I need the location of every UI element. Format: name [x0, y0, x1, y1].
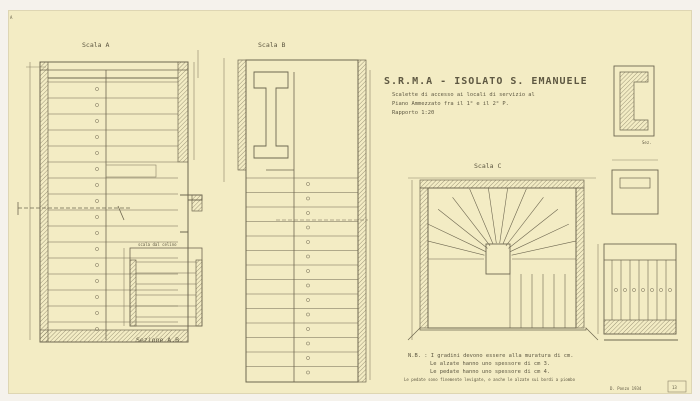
notes-block: N.B. : I gradini devono essere alla mura…: [404, 353, 576, 382]
step-marker: [306, 356, 310, 360]
tread-line: [488, 187, 497, 244]
step-marker: [614, 288, 618, 292]
tread-line: [502, 188, 527, 245]
note-line-4: Le pedate sono finemente levigate, e anc…: [404, 377, 576, 382]
step-marker: [95, 311, 99, 315]
tread-line: [427, 223, 486, 252]
tread-line: [499, 187, 508, 244]
tread-line: [511, 240, 576, 256]
sezione-c: [597, 159, 678, 341]
step-marker: [95, 119, 99, 123]
wall-detail: [180, 194, 203, 233]
step-marker: [95, 279, 99, 283]
scala-c-plan: Scala C: [407, 162, 599, 341]
step-marker: [306, 370, 310, 375]
step-marker: [306, 196, 310, 201]
scala-b-label: Scala B: [258, 41, 285, 49]
step-marker: [659, 288, 663, 292]
step-marker: [95, 199, 99, 203]
detail-top-right: Sez.: [613, 65, 655, 145]
step-marker: [95, 215, 99, 219]
sheet-number: 13: [672, 385, 677, 390]
step-marker: [306, 283, 310, 288]
drawing-sheet: A Scala A scala dal celino Sezione A.B.: [8, 10, 692, 394]
step-marker: [306, 269, 310, 273]
step-marker: [641, 288, 645, 292]
tread-line: [510, 223, 569, 252]
title-block: S.R.M.A - ISOLATO S. EMANUELE Scalette d…: [384, 76, 588, 116]
step-marker: [95, 247, 99, 251]
step-marker: [306, 182, 310, 186]
step-marker: [668, 288, 672, 292]
step-marker: [95, 87, 99, 91]
subtitle-line-1: Scalette di accesso ai locali di servizi…: [392, 92, 535, 98]
step-marker: [306, 225, 310, 230]
scala-c-label: Scala C: [474, 162, 501, 170]
step-marker: [95, 295, 99, 299]
step-marker: [306, 298, 310, 302]
step-marker: [306, 254, 310, 259]
subtitle-line-2: Piano Ammezzato fra il 1° e il 2° P.: [392, 101, 509, 107]
note-line-3: Le pedate hanno uno spessore di cm 4.: [430, 369, 550, 375]
architectural-drawing: A Scala A scala dal celino Sezione A.B.: [10, 15, 687, 393]
step-marker: [95, 167, 99, 171]
sezione-label: Sezione A.B.: [136, 336, 183, 344]
step-marker: [95, 135, 99, 139]
corner-mark: A: [10, 15, 13, 20]
note-line-2: Le alzate hanno uno spessore di cm 3.: [430, 361, 550, 367]
scala-b-plan: Scala B: [223, 41, 371, 383]
tread-line: [469, 188, 494, 245]
tread-line: [427, 240, 485, 256]
subtitle-line-3: Rapporto 1:20: [392, 110, 434, 116]
note-line-1: N.B. : I gradini devono essere alla mura…: [408, 353, 574, 359]
step-marker: [623, 288, 627, 292]
step-marker: [306, 240, 310, 244]
step-marker: [95, 183, 99, 187]
sheet-title: S.R.M.A - ISOLATO S. EMANUELE: [384, 76, 588, 87]
step-marker: [95, 263, 99, 267]
sezione-ab: scala dal celino Sezione A.B.: [123, 242, 203, 344]
tread-line: [452, 197, 491, 247]
tread-line: [437, 209, 488, 249]
step-marker: [306, 211, 310, 215]
scala-a-plan: Scala A: [17, 41, 199, 343]
detail-sez-label: Sez.: [642, 140, 652, 145]
tread-line: [508, 209, 559, 249]
tread-line: [505, 197, 544, 247]
step-marker: [306, 341, 310, 346]
step-marker: [95, 103, 99, 107]
scala-a-label: Scala A: [82, 41, 109, 49]
step-marker: [306, 327, 310, 331]
signature: D. Ponzo 1934: [610, 386, 642, 391]
step-marker: [95, 231, 99, 235]
step-marker: [306, 312, 310, 317]
step-marker: [650, 288, 654, 292]
step-marker: [632, 288, 636, 292]
svg-text:scala dal celino: scala dal celino: [138, 242, 177, 247]
step-marker: [95, 151, 99, 155]
